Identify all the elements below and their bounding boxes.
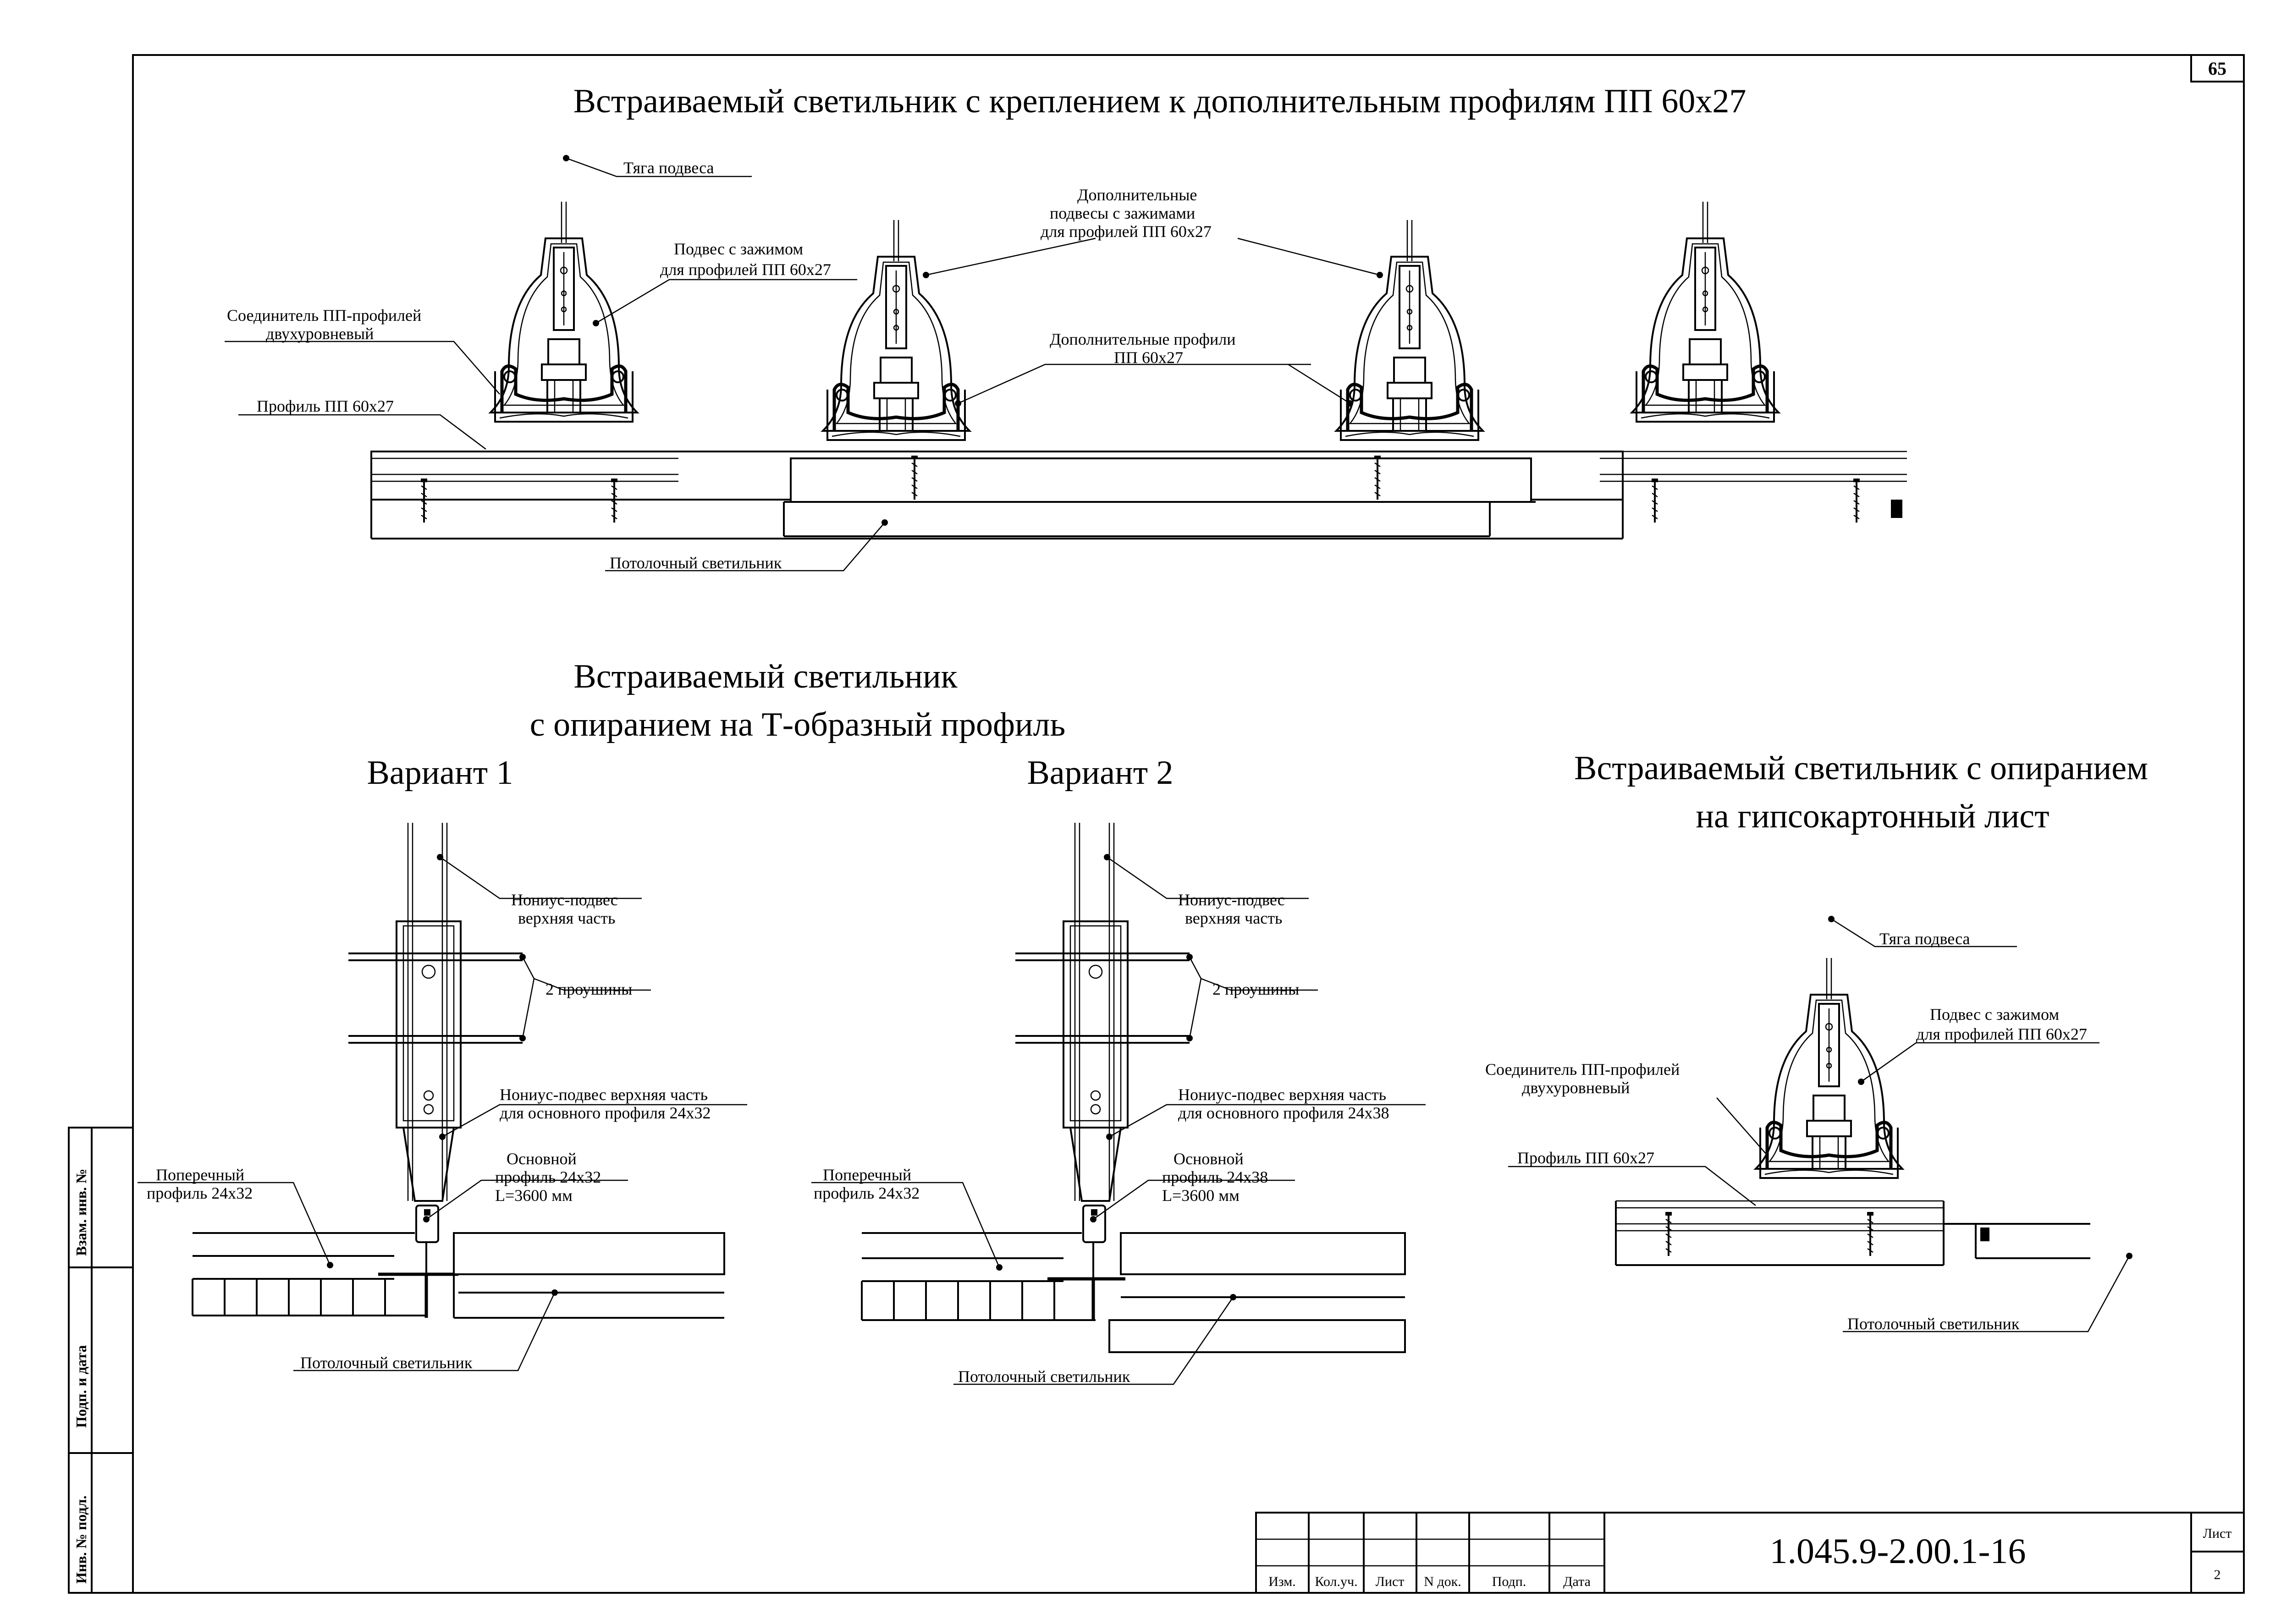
label-v2-nonius-main-line1: Нониус-подвес верхняя часть <box>1178 1085 1386 1104</box>
page-number: 65 <box>2208 58 2226 79</box>
label-top-extra-profiles-line1: Дополнительные профили <box>1050 330 1235 348</box>
label-v1-nonius-main-line1: Нониус-подвес верхняя часть <box>500 1085 708 1104</box>
label-v2-lamp: Потолочный светильник <box>958 1367 1130 1386</box>
title-variant1: Вариант 1 <box>367 754 513 792</box>
title-gkl-line2: на гипсокартонный лист <box>1696 798 2049 835</box>
sheet-frame <box>132 54 2245 1594</box>
label-v2-nonius-main-line2: для основного профиля 24х38 <box>1178 1104 1389 1122</box>
side-stamp-podp: Подп. и дата <box>73 1345 89 1428</box>
drawing-gypsum-board <box>1508 916 2132 1332</box>
label-top-connector-line2: двухуровневый <box>266 325 374 343</box>
label-v1-lamp: Потолочный светильник <box>300 1354 473 1372</box>
sheet-value: 2 <box>2214 1567 2221 1582</box>
label-v1-nonius-line2: верхняя часть <box>518 909 615 927</box>
label-top-hanger-line1: Подвес с зажимом <box>674 240 803 258</box>
stamp-col-podp: Подп. <box>1492 1574 1526 1589</box>
drawing-variant1 <box>138 823 747 1371</box>
label-v2-cross-line2: профиль 24х32 <box>814 1184 920 1202</box>
label-v2-nonius-line1: Нониус-подвес <box>1178 891 1285 909</box>
label-v1-cross-line1: Поперечный <box>156 1166 244 1184</box>
drawing-top-extra-profiles <box>225 155 1907 572</box>
label-top-extra-hangers-line1: Дополнительные <box>1077 186 1197 204</box>
label-top-hanger-line2: для профилей ПП 60х27 <box>660 260 831 279</box>
title-top: Встраиваемый светильник с креплением к д… <box>573 83 1747 120</box>
label-v2-nonius-line2: верхняя часть <box>1185 909 1282 927</box>
label-v2-lugs: 2 проушины <box>1212 980 1299 998</box>
label-top-lamp: Потолочный светильник <box>610 554 782 572</box>
stamp-col-kol: Кол.уч. <box>1315 1574 1357 1589</box>
label-top-extra-profiles-line2: ПП 60х27 <box>1114 348 1183 367</box>
label-gkl-connector-line1: Соединитель ПП-профилей <box>1485 1060 1680 1079</box>
stamp-col-ndok: N док. <box>1424 1574 1461 1589</box>
label-v1-main-line3: L=3600 мм <box>495 1186 573 1205</box>
label-gkl-hanger-line1: Подвес с зажимом <box>1930 1005 2059 1024</box>
stamp-col-data: Дата <box>1563 1574 1591 1589</box>
label-top-extra-hangers-line3: для профилей ПП 60х27 <box>1041 222 1212 241</box>
label-v1-cross-line2: профиль 24х32 <box>147 1184 253 1202</box>
stamp-col-izm: Изм. <box>1268 1574 1296 1589</box>
page-number-box <box>2190 54 2245 83</box>
label-top-profile: Профиль ПП 60х27 <box>257 397 394 415</box>
label-v2-cross-line1: Поперечный <box>823 1166 911 1184</box>
label-top-rod: Тяга подвеса <box>623 159 714 177</box>
label-gkl-hanger-line2: для профилей ПП 60х27 <box>1916 1025 2087 1043</box>
title-variant2: Вариант 2 <box>1027 754 1173 792</box>
label-top-extra-hangers-line2: подвесы с зажимами <box>1050 204 1195 222</box>
sheet-label: Лист <box>2203 1526 2232 1541</box>
title-t-profile-line1: Встраиваемый светильник <box>573 658 958 695</box>
stamp-col-list: Лист <box>1376 1574 1405 1589</box>
label-gkl-profile: Профиль ПП 60х27 <box>1517 1149 1654 1167</box>
side-stamp-inv: Инв. № подл. <box>73 1496 89 1584</box>
label-gkl-rod: Тяга подвеса <box>1879 930 1970 948</box>
drawing-variant2 <box>811 823 1426 1385</box>
label-v1-nonius-line1: Нониус-подвес <box>511 891 618 909</box>
label-v1-nonius-main-line2: для основного профиля 24х32 <box>500 1104 711 1122</box>
side-stamp-vzam: Взам. инв. № <box>73 1169 89 1256</box>
label-gkl-lamp: Потолочный светильник <box>1847 1315 2020 1333</box>
label-v1-lugs: 2 проушины <box>545 980 632 998</box>
label-v2-main-line3: L=3600 мм <box>1162 1186 1240 1205</box>
document-code: 1.045.9-2.00.1-16 <box>1770 1531 2026 1571</box>
title-gkl-line1: Встраиваемый светильник с опиранием <box>1574 749 2148 787</box>
label-top-connector-line1: Соединитель ПП-профилей <box>227 306 421 325</box>
side-stamp-frame <box>68 1127 134 1594</box>
label-v2-main-line2: профиль 24х38 <box>1162 1168 1268 1186</box>
label-v2-main-line1: Основной <box>1174 1150 1244 1168</box>
label-v1-main-line2: профиль 24х32 <box>495 1168 601 1186</box>
title-t-profile-line2: с опиранием на Т-образный профиль <box>530 706 1066 743</box>
label-gkl-connector-line2: двухуровневый <box>1522 1079 1630 1097</box>
title-block: Изм. Кол.уч. Лист N док. Подп. Дата 1.04… <box>1255 1512 2245 1594</box>
label-v1-main-line1: Основной <box>507 1150 577 1168</box>
